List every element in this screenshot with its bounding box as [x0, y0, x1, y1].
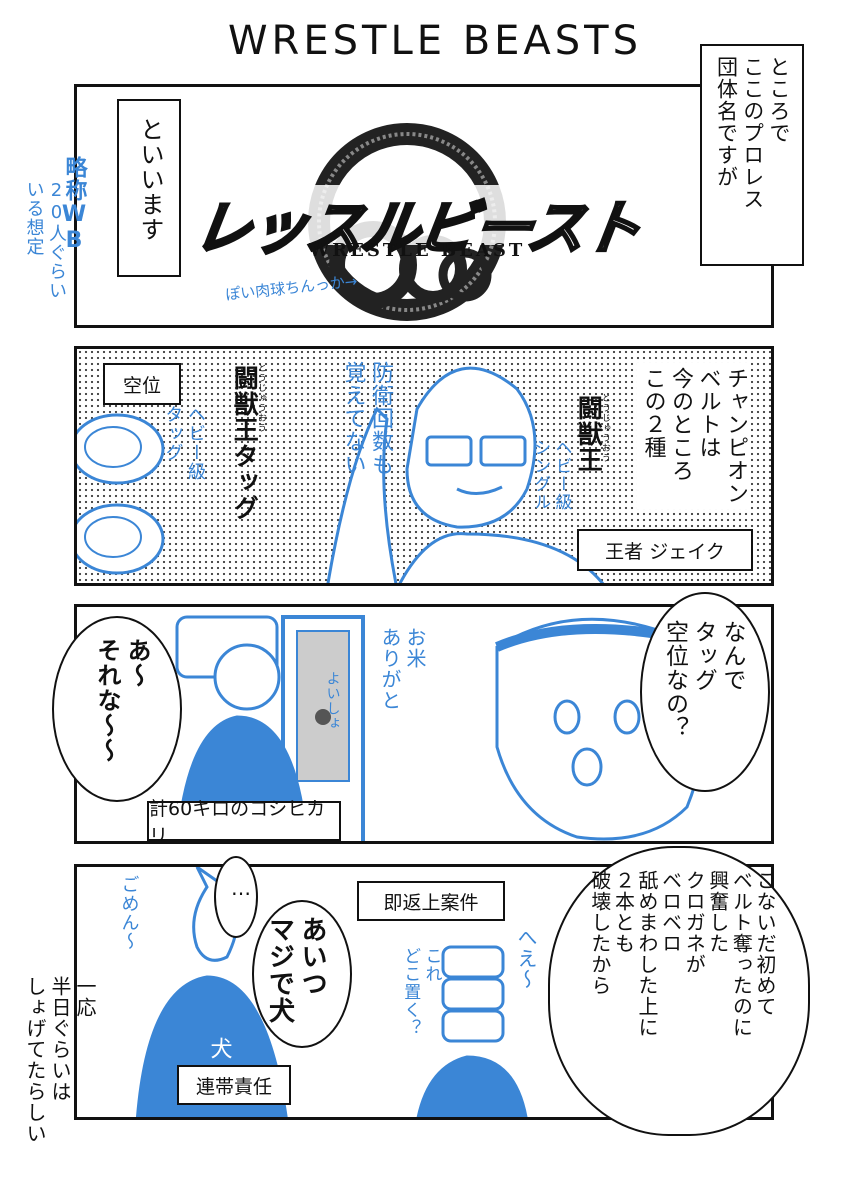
speech-bubble-question: なんで タッグ 空位なの？ — [640, 592, 770, 792]
title-single: 闘獣王 — [574, 395, 604, 473]
vacant-label: 空位 — [103, 363, 181, 405]
panel-2: 空位 ヘビー級 タッグ 闘獣王タッグ とうじゅうおう 防衛回数も 覚えてない 闘… — [74, 346, 774, 586]
speech-bubble-dog: あいつ マジで犬 — [252, 900, 352, 1048]
door-illustration — [281, 615, 365, 841]
note-abbreviation: 略称WB — [61, 156, 87, 254]
shirt-text: 犬 — [206, 1037, 232, 1060]
speech-bubble-answer: あ〜 それな〜〜 — [52, 616, 182, 802]
scribble-where: これ どこ置く？ — [400, 947, 442, 1037]
scribble-defense: 防衛回数も 覚えてない — [340, 361, 394, 476]
champion-jake-illustration — [326, 366, 605, 583]
outside-note: 一応 半日ぐらいは しょげてたらしい — [23, 976, 97, 1144]
speech-question-text: なんで タッグ 空位なの？ — [661, 620, 746, 740]
title-single-ruby: とうじゅうおう — [599, 393, 610, 463]
scribble-heavy-single: ヘビー級 シングル — [530, 439, 572, 511]
narration-text-2: チャンピオン ベルトは 今のところ この２種 — [637, 363, 751, 509]
narration-box-1: ところで ここのプロレス 団体名ですが — [700, 44, 804, 266]
speech-answer-text: あ〜 それな〜〜 — [93, 638, 151, 763]
title-tag: 闘獣王タッグ — [230, 365, 260, 521]
logo-rings-graphic — [195, 123, 635, 321]
scribble-heavy-tag: ヘビー級 タッグ — [162, 405, 207, 481]
panel-1: レッスルビースト WRESTLE BEAST といいます ぽい肉球ちんっか→ — [74, 84, 774, 328]
speech-story-text: こないだ初めて ベルト奪ったのに 興奮した クロガネが ベロベロ 舐めまわした上… — [587, 870, 777, 1038]
caption-box: といいます — [117, 99, 181, 277]
title-tag-ruby: とうじゅうおう — [255, 363, 266, 433]
narration-text-1: ところで ここのプロレス 団体名ですが — [714, 56, 792, 210]
scribble-hee: へえ〜 — [514, 927, 538, 990]
champion-label: 王者 ジェイク — [577, 529, 753, 571]
speech-bubble-dots: … — [214, 856, 258, 938]
speech-dog-text: あいつ マジで犬 — [264, 916, 328, 1024]
caption-text: といいます — [136, 117, 164, 242]
logo-subtitle: WRESTLE BEAST — [309, 240, 526, 261]
rice-caption: 計60キロのコシヒカリ — [147, 798, 341, 841]
scribble-lift: よいしょ — [324, 671, 341, 731]
boy-with-rice-illustration — [416, 945, 528, 1117]
page-title: WRESTLE BEASTS — [228, 18, 643, 64]
scribble-sorry: ごめん〜 — [118, 875, 140, 951]
speech-bubble-story: こないだ初めて ベルト奪ったのに 興奮した クロガネが ベロベロ 舐めまわした上… — [548, 846, 810, 1136]
note-member-count: 20人ぐらい いる想定 — [23, 180, 68, 300]
caption-return-title: 即返上案件 — [357, 881, 505, 921]
scribble-rice-thanks: お米 ありがと — [378, 627, 427, 711]
caption-joint-responsibility: 連帯責任 — [177, 1065, 291, 1105]
speech-dots-text: … — [229, 876, 253, 901]
tag-belt-illustration — [77, 413, 165, 575]
